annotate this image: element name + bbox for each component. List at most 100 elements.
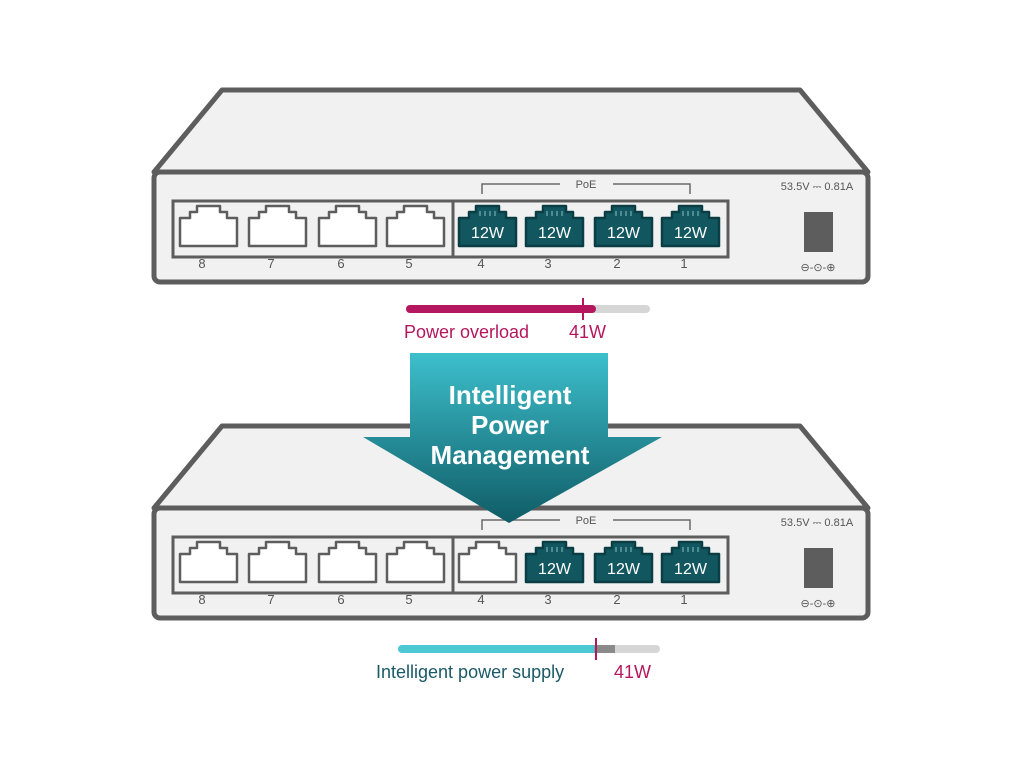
port-pin (682, 211, 684, 216)
port-pin (697, 547, 699, 552)
ethernet-port-icon (178, 204, 239, 248)
port-1: 12W 1 (660, 204, 721, 271)
port-pin (546, 211, 548, 216)
port-number-label: 1 (680, 256, 687, 271)
port-number-label: 7 (267, 592, 274, 607)
poe-port-icon (593, 540, 654, 584)
port-number-label: 5 (405, 592, 412, 607)
switch-bottom-port-frame-right (451, 535, 730, 595)
port-wattage-label: 12W (674, 561, 708, 578)
arrow-label-line3: Management (431, 440, 590, 470)
port-number-label: 6 (337, 256, 344, 271)
port-wattage-label: 12W (471, 225, 505, 242)
port-pin (625, 547, 627, 552)
poe-port-icon (524, 204, 585, 248)
ethernet-port-icon (317, 204, 378, 248)
power-overload-caption: Power overload (404, 322, 529, 342)
switch-top-ports: 8 7 6 5 12W 4 12W 3 12W 2 12W 1 (178, 204, 721, 271)
switch-top-spec-label: 53.5V ⎓ 0.81A (781, 181, 854, 193)
port-wattage-label: 12W (674, 225, 708, 242)
bar-fill-intelligent (398, 645, 605, 653)
ethernet-port-icon (385, 540, 446, 584)
port-4: 4 (457, 540, 518, 607)
port-pin (551, 547, 553, 552)
port-pin (479, 211, 481, 216)
port-number-label: 4 (477, 256, 484, 271)
port-8: 8 (178, 540, 239, 607)
port-number-label: 2 (613, 256, 620, 271)
bar-overflow-segment (594, 645, 615, 653)
port-pin (561, 211, 563, 216)
arrow-label-line2: Power (471, 410, 549, 440)
ethernet-port-icon (317, 540, 378, 584)
port-wattage-label: 12W (538, 225, 572, 242)
port-6: 6 (317, 540, 378, 607)
port-pin (682, 547, 684, 552)
poe-port-icon (660, 204, 721, 248)
port-2: 12W 2 (593, 540, 654, 607)
port-number-label: 6 (337, 592, 344, 607)
ethernet-port-icon (178, 540, 239, 584)
port-number-label: 8 (198, 592, 205, 607)
switch-top-port-frame-right (451, 199, 730, 259)
port-pin (687, 211, 689, 216)
port-pin (692, 211, 694, 216)
port-pin (630, 211, 632, 216)
port-2: 12W 2 (593, 204, 654, 271)
port-number-label: 2 (613, 592, 620, 607)
switch-top: PoE 53.5V ⎓ 0.81A ⊖-⊙-⊕ 8 7 6 5 12W 4 12W 3 12W 2… (151, 87, 871, 285)
ethernet-port-icon (457, 540, 518, 584)
port-1: 12W 1 (660, 540, 721, 607)
port-pin (556, 547, 558, 552)
port-pin (561, 547, 563, 552)
port-5: 5 (385, 204, 446, 271)
port-pin (546, 547, 548, 552)
port-8: 8 (178, 204, 239, 271)
ethernet-port-icon (247, 540, 308, 584)
port-pin (615, 547, 617, 552)
port-pin (615, 211, 617, 216)
bar-fill-overload (406, 305, 596, 313)
poe-port-icon (593, 204, 654, 248)
switch-bottom-poe-label: PoE (576, 515, 597, 527)
port-pin (620, 211, 622, 216)
port-number-label: 7 (267, 256, 274, 271)
intelligent-supply-watt: 41W (614, 662, 651, 682)
port-7: 7 (247, 204, 308, 271)
switch-bottom-polarity-icon: ⊖-⊙-⊕ (801, 598, 836, 610)
switch-bottom-power-bar (398, 638, 660, 660)
port-number-label: 3 (544, 256, 551, 271)
port-7: 7 (247, 540, 308, 607)
port-pin (630, 547, 632, 552)
port-number-label: 4 (477, 592, 484, 607)
port-number-label: 5 (405, 256, 412, 271)
port-number-label: 1 (680, 592, 687, 607)
port-wattage-label: 12W (607, 225, 641, 242)
port-pin (697, 211, 699, 216)
switch-top-power-bar (406, 298, 650, 320)
ethernet-port-icon (247, 204, 308, 248)
port-wattage-label: 12W (607, 561, 641, 578)
ethernet-port-icon (385, 204, 446, 248)
poe-port-icon (660, 540, 721, 584)
port-pin (551, 211, 553, 216)
switch-top-poe-label: PoE (576, 179, 597, 191)
power-overload-watt: 41W (569, 322, 606, 342)
switch-top-polarity-icon: ⊖-⊙-⊕ (801, 262, 836, 274)
port-pin (489, 211, 491, 216)
switch-top-power-jack (804, 212, 833, 252)
port-pin (484, 211, 486, 216)
port-pin (556, 211, 558, 216)
port-pin (494, 211, 496, 216)
poe-port-icon (457, 204, 518, 248)
switch-bottom-power-jack (804, 548, 833, 588)
port-pin (625, 211, 627, 216)
port-6: 6 (317, 204, 378, 271)
switch-top-chassis-top (151, 87, 871, 175)
port-pin (692, 547, 694, 552)
port-pin (687, 547, 689, 552)
intelligent-power-management-arrow (363, 353, 662, 523)
port-number-label: 8 (198, 256, 205, 271)
